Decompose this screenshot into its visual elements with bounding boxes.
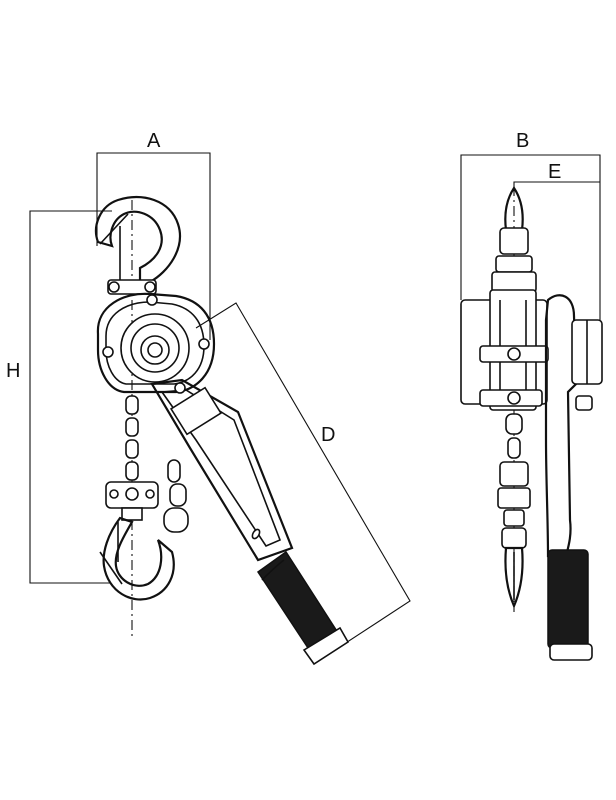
- front-view: [94, 195, 350, 666]
- dimension-d-line: [195, 302, 411, 651]
- dimension-e-label: E: [548, 161, 561, 183]
- dimension-a-label: A: [147, 130, 161, 152]
- dimension-lines: [29, 152, 601, 651]
- side-handle-grip: [547, 549, 593, 661]
- dimension-h-label: H: [6, 360, 20, 382]
- side-chain: [497, 413, 531, 527]
- bottom-hook: [99, 481, 175, 601]
- load-chain: [125, 395, 139, 481]
- dimension-b-label: B: [516, 130, 529, 152]
- dimension-b-line: [460, 154, 601, 320]
- lever-handle-grip: [256, 550, 350, 666]
- dimension-h-line: [29, 210, 112, 584]
- side-bottom-hook: [501, 527, 527, 609]
- top-hook: [94, 195, 181, 295]
- dimension-d-label: D: [321, 424, 335, 446]
- side-top-hook: [491, 186, 537, 293]
- side-lever: [544, 294, 603, 558]
- side-view: [460, 186, 603, 661]
- side-housing: [460, 289, 549, 411]
- slack-chain: [163, 459, 189, 533]
- dimension-a-line: [96, 152, 211, 340]
- front-housing: [96, 292, 216, 394]
